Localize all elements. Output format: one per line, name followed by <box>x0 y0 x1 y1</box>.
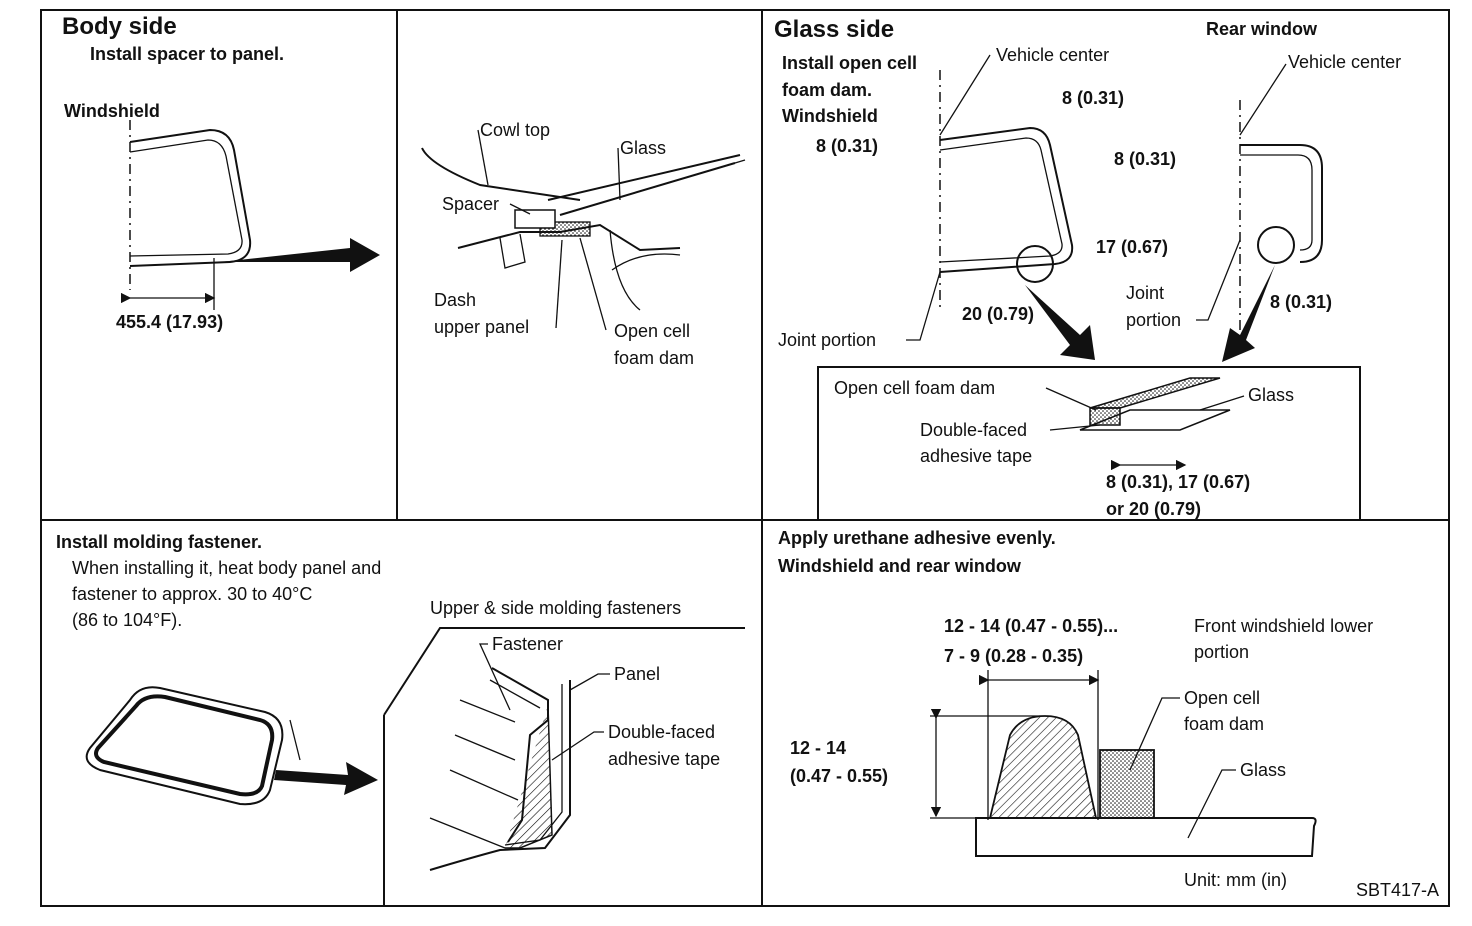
pointer-arrow <box>220 238 380 272</box>
glass-windshield-label: Windshield <box>782 106 878 126</box>
foam-label-2: foam dam <box>614 348 694 368</box>
molding-panel: Install molding fastener. When installin… <box>56 532 745 906</box>
molding-note-1: When installing it, heat body panel and <box>72 558 381 578</box>
urethane-title-2: Windshield and rear window <box>778 556 1022 576</box>
cowl-top-label: Cowl top <box>480 120 550 140</box>
cowl-section-drawing <box>421 147 746 311</box>
molding-tape-label-1: Double-faced <box>608 722 715 742</box>
height-dim-2: (0.47 - 0.55) <box>790 766 888 786</box>
glass-side-title: Glass side <box>774 16 894 43</box>
urethane-title-1: Apply urethane adhesive evenly. <box>778 528 1056 548</box>
foam-label-1: Open cell <box>614 321 690 341</box>
windshield-label: Windshield <box>64 101 160 121</box>
body-side-dimension: 455.4 (17.93) <box>116 312 223 332</box>
panel-frame <box>40 9 1450 907</box>
vehicle-center-label-2: Vehicle center <box>1288 52 1401 72</box>
molding-arrow <box>274 762 378 795</box>
detail-tape-label-2: adhesive tape <box>920 446 1032 466</box>
detail-arrows <box>1025 265 1275 362</box>
width-note-1: Front windshield lower <box>1194 616 1373 636</box>
urethane-glass-label: Glass <box>1240 760 1286 780</box>
urethane-foam-label-1: Open cell <box>1184 688 1260 708</box>
dash-label-1: Dash <box>434 290 476 310</box>
urethane-foam-label-2: foam dam <box>1184 714 1264 734</box>
ws-side-dim: 8 (0.31) <box>1062 88 1124 108</box>
body-side-instruction: Install spacer to panel. <box>90 44 284 64</box>
body-side-title: Body side <box>62 13 177 40</box>
rear-window-outline <box>1239 63 1323 330</box>
detail-foam-label: Open cell foam dam <box>834 378 995 398</box>
width-dim-2: 7 - 9 (0.28 - 0.35) <box>944 646 1083 666</box>
rw-top-dim: 8 (0.31) <box>1114 149 1176 169</box>
joint-label-2: portion <box>1126 310 1181 330</box>
molding-note-2: fastener to approx. 30 to 40°C <box>72 584 312 604</box>
detail-tape-label-1: Double-faced <box>920 420 1027 440</box>
ws-top-dim: 8 (0.31) <box>816 136 878 156</box>
molding-tape-label-2: adhesive tape <box>608 749 720 769</box>
windshield-outline <box>120 120 252 310</box>
rw-joint-dim: 17 (0.67) <box>1096 237 1168 257</box>
fastener-label: Fastener <box>492 634 563 654</box>
width-dim-1: 12 - 14 (0.47 - 0.55)... <box>944 616 1118 636</box>
width-note-2: portion <box>1194 642 1249 662</box>
detail-dim-1: 8 (0.31), 17 (0.67) <box>1106 472 1250 492</box>
body-side-panel: Body side Install spacer to panel. Winds… <box>62 13 746 368</box>
height-dim-1: 12 - 14 <box>790 738 846 758</box>
fastener-detail <box>383 627 745 906</box>
joint-label-1: Joint <box>1126 283 1164 303</box>
rw-side-dim: 8 (0.31) <box>1270 292 1332 312</box>
figure-code: SBT417-A <box>1356 880 1439 900</box>
molding-windshield <box>85 686 301 806</box>
urethane-bead-drawing <box>930 670 1317 857</box>
molding-title: Install molding fastener. <box>56 532 262 552</box>
panel-label: Panel <box>614 664 660 684</box>
molding-detail-title: Upper & side molding fasteners <box>430 598 681 618</box>
glass-instruction-2: foam dam. <box>782 80 872 100</box>
glass-side-panel: Glass side Rear window Install open cell… <box>774 16 1401 520</box>
detail-dim-2: or 20 (0.79) <box>1106 499 1201 519</box>
spacer-label: Spacer <box>442 194 499 214</box>
ws-bottom-dim: 20 (0.79) <box>962 304 1034 324</box>
glass-instruction-1: Install open cell <box>782 53 917 73</box>
molding-note-3: (86 to 104°F). <box>72 610 182 630</box>
glass-label: Glass <box>620 138 666 158</box>
dash-label-2: upper panel <box>434 317 529 337</box>
urethane-panel: Apply urethane adhesive evenly. Windshie… <box>778 528 1439 900</box>
vehicle-center-label-1: Vehicle center <box>996 45 1109 65</box>
detail-glass-label: Glass <box>1248 385 1294 405</box>
glass-windshield-outline <box>939 54 1074 310</box>
joint-portion-label: Joint portion <box>778 330 876 350</box>
rear-window-label: Rear window <box>1206 19 1318 39</box>
unit-label: Unit: mm (in) <box>1184 870 1287 890</box>
foam-dam-detail <box>817 366 1361 520</box>
